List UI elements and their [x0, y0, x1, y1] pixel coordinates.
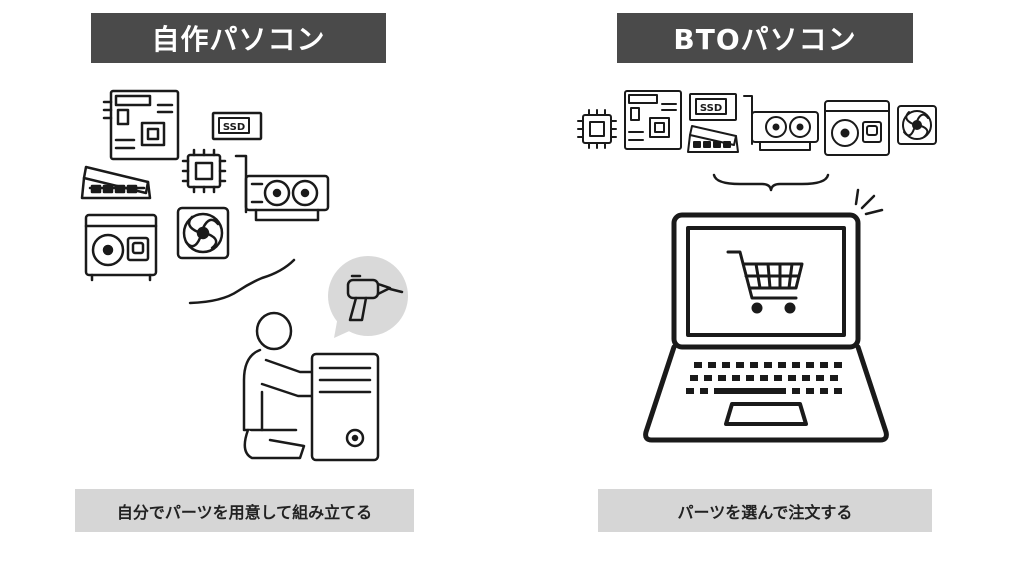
drill-bubble [328, 256, 408, 338]
bto-pc-title: BTOパソコン [617, 13, 913, 63]
case-fan-icon-small [897, 105, 937, 145]
gpu-icon-small [743, 95, 819, 151]
tower-pc-icon [310, 352, 380, 462]
laptop-icon [643, 188, 889, 443]
cpu-icon [181, 148, 227, 194]
gpu-icon [234, 154, 330, 222]
ram-icon-small [687, 125, 739, 153]
ssd-icon-small: SSD [689, 93, 737, 121]
shopping-cart-icon [726, 250, 804, 314]
power-supply-icon-small [824, 100, 890, 156]
power-supply-icon [84, 213, 158, 282]
person-icon [242, 311, 314, 460]
parts-brace [188, 258, 296, 305]
case-fan-icon [176, 206, 230, 260]
cpu-icon-small [577, 109, 617, 149]
diy-pc-title: 自作パソコン [91, 13, 386, 63]
keyboard-keys [686, 362, 842, 394]
ssd-label-small: SSD [700, 103, 722, 114]
ram-icon [80, 165, 152, 200]
ssd-icon: SSD [211, 111, 263, 141]
motherboard-icon [102, 89, 180, 161]
bto-pc-caption: パーツを選んで注文する [598, 489, 932, 532]
drill-icon [346, 274, 404, 322]
parts-brace-right [712, 173, 830, 192]
diy-pc-caption: 自分でパーツを用意して組み立てる [75, 489, 414, 532]
ssd-label: SSD [223, 122, 245, 133]
motherboard-icon-small [624, 90, 682, 150]
